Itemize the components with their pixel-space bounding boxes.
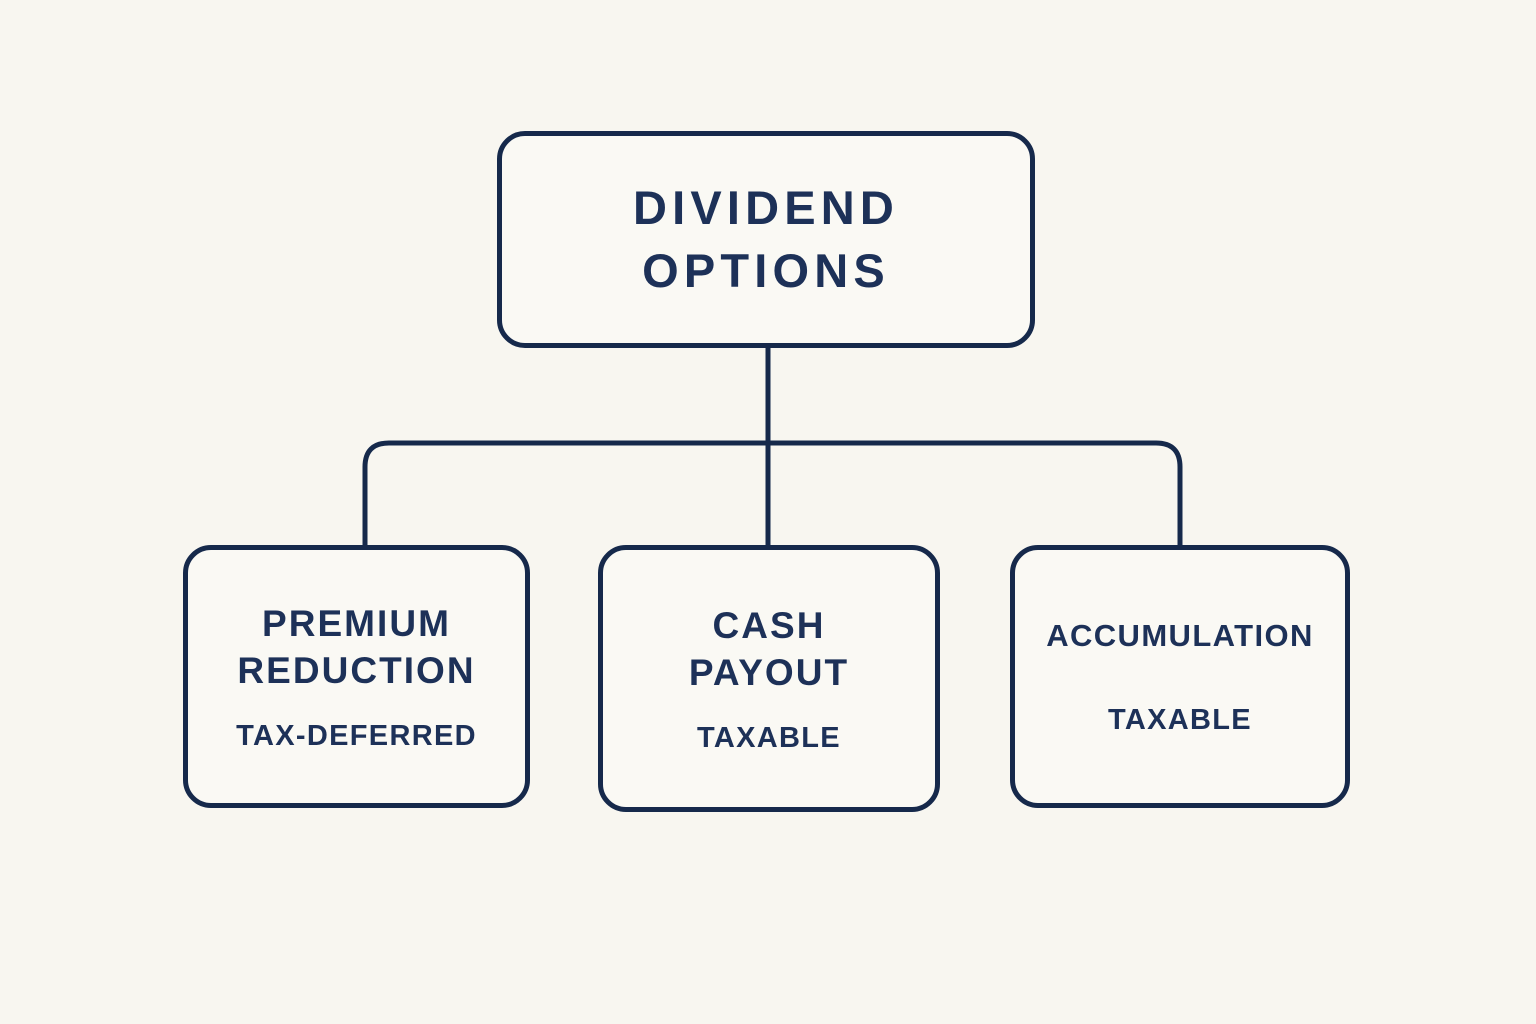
node-cash-payout-subtitle: TAXABLE	[697, 722, 841, 755]
node-premium-reduction-subtitle: TAX-DEFERRED	[236, 720, 477, 753]
node-premium-reduction-title: PREMIUM REDUCTION	[237, 602, 476, 691]
node-premium-reduction: PREMIUM REDUCTION TAX-DEFERRED	[183, 545, 530, 808]
node-accumulation-subtitle: TAXABLE	[1108, 703, 1252, 736]
node-dividend-options-title: DIVIDEND OPTIONS	[633, 181, 899, 297]
node-accumulation: ACCUMULATION TAXABLE	[1010, 545, 1350, 808]
node-cash-payout-title: CASH PAYOUT	[688, 604, 850, 693]
connector-branch-rail	[362, 440, 1183, 545]
node-cash-payout: CASH PAYOUT TAXABLE	[598, 545, 940, 812]
node-dividend-options: DIVIDEND OPTIONS	[497, 131, 1035, 348]
node-accumulation-title: ACCUMULATION	[1046, 618, 1314, 654]
